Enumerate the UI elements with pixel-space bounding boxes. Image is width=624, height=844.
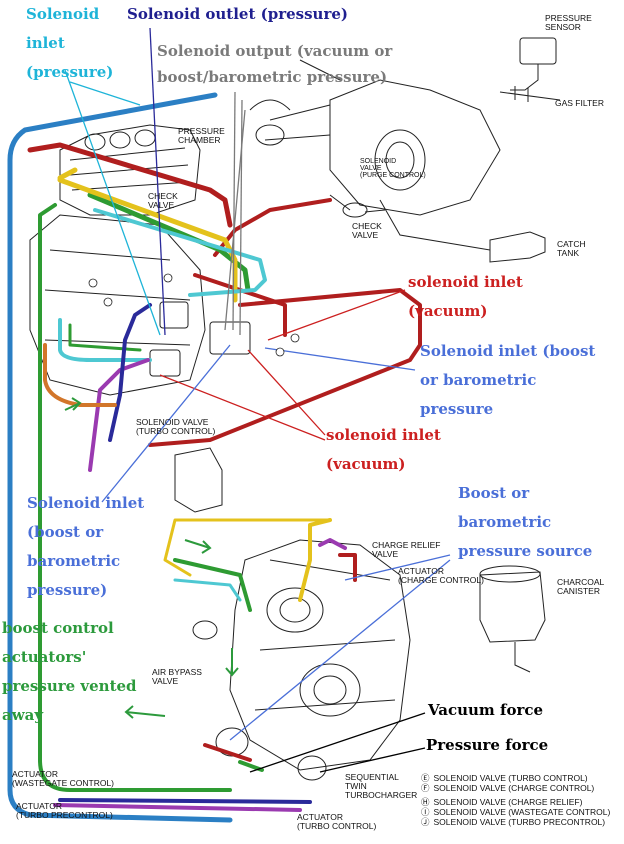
- label-boost-vented: boost control actuators' pressure vented…: [2, 619, 137, 724]
- label-vacuum-force: Vacuum force: [428, 701, 544, 719]
- part-label-actuator-turbo-precontrol: ACTUATOR(TURBO PRECONTROL): [16, 801, 113, 820]
- part-label-gas-filter: GAS FILTER: [555, 98, 604, 108]
- part-label-solenoid-turbo: SOLENOID VALVE(TURBO CONTROL): [136, 417, 216, 436]
- part-label-actuator-wastegate: ACTUATOR(WASTEGATE CONTROL): [12, 769, 114, 788]
- part-label-actuator-charge: ACTUATOR(CHARGE CONTROL): [398, 566, 484, 585]
- label-solenoid-inlet-boost-1: Solenoid inlet (boost or barometric pres…: [420, 342, 596, 418]
- label-solenoid-inlet-vacuum-2: solenoid inlet (vacuum): [326, 426, 441, 473]
- hose-network: [7, 92, 422, 823]
- label-solenoid-inlet-vacuum-1: solenoid inlet (vacuum): [408, 273, 523, 320]
- airflow-arrows: [64, 397, 239, 719]
- label-solenoid-inlet-boost-2: Solenoid inlet (boost or barometric pres…: [27, 494, 145, 599]
- valve-markers: [88, 273, 300, 357]
- leader-lines: [64, 27, 451, 773]
- label-solenoid-outlet-pressure: Solenoid outlet (pressure): [127, 5, 349, 23]
- label-pressure-force: Pressure force: [426, 736, 549, 754]
- label-solenoid-inlet-pressure: Solenoid inlet (pressure): [26, 5, 114, 81]
- part-label-actuator-turbo-control: ACTUATOR(TURBO CONTROL): [297, 812, 377, 831]
- label-boost-source: Boost or barometric pressure source: [458, 484, 593, 560]
- label-solenoid-output-vacuum: Solenoid output (vacuum or boost/baromet…: [157, 42, 393, 86]
